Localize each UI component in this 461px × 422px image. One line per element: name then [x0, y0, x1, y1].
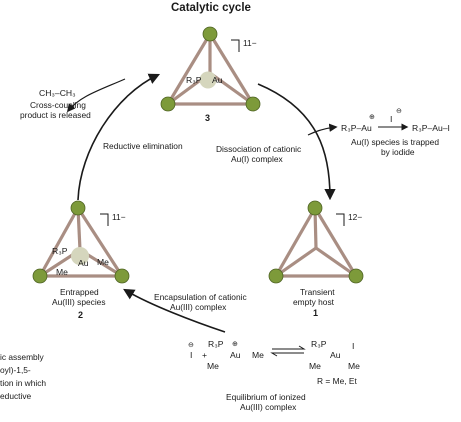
product-caption-2: product is released: [20, 110, 91, 120]
cage-vertex: [114, 268, 130, 284]
equilibrium-caption-1: Equilibrium of ionized: [226, 392, 306, 402]
cage-top-ligand: R₃P: [186, 75, 202, 85]
cage-vertex: [268, 268, 284, 284]
cage-right-number: 1: [313, 308, 319, 318]
cage-edge: [38, 207, 80, 277]
cage-vertex: [70, 200, 86, 216]
iodide-trap-right: R₃P–Au–I: [412, 123, 450, 133]
iodide-trap-left: R₃P–Au: [341, 123, 372, 133]
iodide-trap-iodide: I: [390, 114, 393, 124]
equilibrium-neutral-me2: Me: [348, 361, 360, 371]
equilibrium-neutral-iodide: I: [352, 341, 355, 351]
cage-vertex: [348, 268, 364, 284]
iodide-trap-caption-1: Au(I) species is trapped: [351, 137, 439, 147]
cage-edge: [208, 33, 255, 105]
equilibrium-neutral-ligand: R₃P: [311, 339, 327, 349]
iodide-trap-caption-2: by iodide: [381, 147, 415, 157]
equilibrium-iodide: I: [190, 350, 193, 360]
charge-bracket: [100, 213, 109, 226]
cage-vertex: [307, 200, 323, 216]
cycle-arc-top-right: [257, 83, 336, 201]
cage-edge: [313, 207, 358, 277]
cycle-arc-bottom: [123, 288, 226, 333]
equilibrium-caption-2: Au(III) complex: [240, 402, 297, 412]
diagram-title: Catalytic cycle: [171, 2, 251, 14]
equilibrium-cation-me: Me: [252, 350, 264, 360]
product-caption-1: Cross-coupling: [30, 100, 86, 110]
cage-left-caption-1: Entrapped: [60, 287, 99, 297]
iodide-trap-plus: ⊕: [369, 114, 375, 121]
cycle-arc-left: [77, 73, 161, 201]
gold-center: [71, 247, 89, 265]
step-encapsulation-1: Encapsulation of cationic: [154, 292, 247, 302]
cage-edge: [274, 207, 317, 277]
equilibrium-cation-au: Au: [230, 350, 241, 360]
cage-right-charge: 12−: [348, 212, 363, 222]
cage-vertex: [160, 96, 176, 112]
equilibrium-arrow-forward: [272, 345, 306, 350]
dissociation-arrow: [307, 123, 338, 136]
equilibrium-arrow-back: [270, 352, 304, 357]
cage-edge: [209, 71, 254, 106]
cage-top-charge: 11−: [243, 38, 257, 48]
charge-bracket: [336, 213, 345, 226]
step-dissociation-2: Au(I) complex: [231, 154, 283, 164]
cage-left-number: 2: [78, 310, 84, 320]
equilibrium-cation-charge: ⊕: [232, 341, 238, 348]
equilibrium-r-definition: R = Me, Et: [317, 376, 357, 386]
equilibrium-neutral-me1: Me: [309, 361, 321, 371]
equilibrium-cation-ligand: R₃P: [208, 339, 224, 349]
cage-right-1: [268, 200, 364, 284]
cage-left-methyl-left: Me: [56, 267, 68, 277]
charge-bracket: [231, 39, 240, 52]
cage-left-caption-2: Au(III) species: [52, 297, 106, 307]
cage-top-3: [160, 26, 261, 112]
cage-top-metal: Au: [212, 75, 223, 85]
step-encapsulation-2: Au(III) complex: [170, 302, 227, 312]
side-text-line-3: tion in which: [0, 378, 47, 388]
cage-vertex: [32, 268, 48, 284]
cage-left-2: [32, 200, 130, 284]
equilibrium-cation-me2: Me: [207, 361, 219, 371]
side-text-line-2: oyl)-1,5-: [0, 365, 31, 375]
cage-edge: [166, 33, 212, 105]
product-formula: CH₃–CH₃: [39, 88, 76, 98]
cage-vertex: [202, 26, 218, 42]
equilibrium-iodide-minus: ⊖: [188, 342, 194, 349]
cage-right-caption-1: Transient: [300, 287, 335, 297]
cage-top-number: 3: [205, 113, 211, 123]
cage-edge: [315, 246, 357, 278]
cage-edge: [275, 246, 317, 278]
cage-left-metal: Au: [78, 258, 89, 268]
product-release-arrow: [66, 78, 126, 113]
side-text-line-4: eductive: [0, 391, 32, 401]
step-dissociation-1: Dissociation of cationic: [216, 144, 302, 154]
cage-edge: [76, 207, 124, 277]
equilibrium-plus: +: [202, 350, 208, 360]
iodide-trap-minus: ⊖: [396, 108, 402, 115]
cage-left-charge: 11−: [112, 212, 126, 222]
step-reductive-elimination: Reductive elimination: [103, 141, 183, 151]
cage-left-methyl-right: Me: [97, 257, 109, 267]
gold-center: [199, 71, 217, 89]
side-text-line-1: ic assembly: [0, 352, 44, 362]
cage-right-caption-2: empty host: [293, 297, 334, 307]
cage-left-ligand: R₃P: [52, 246, 68, 256]
cage-vertex: [245, 96, 261, 112]
equilibrium-neutral-au: Au: [330, 350, 341, 360]
